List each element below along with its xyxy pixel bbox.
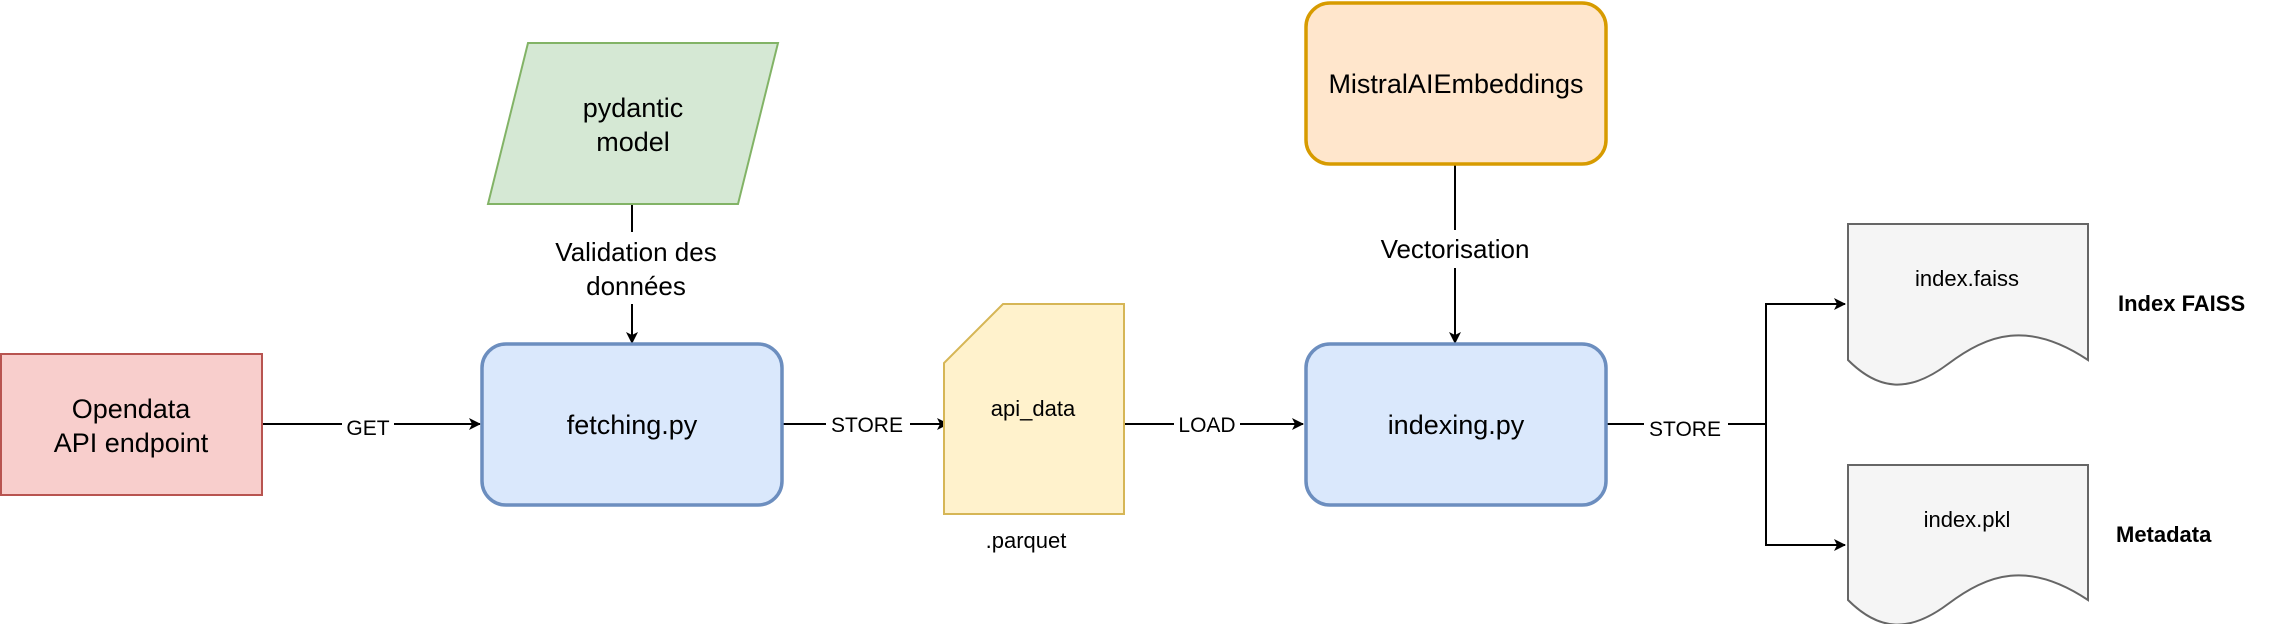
index-faiss-side-label: Index FAISS	[2118, 291, 2245, 316]
node-mistral-embeddings: MistralAIEmbeddings	[1304, 1, 1608, 166]
opendata-label-line2: API endpoint	[54, 428, 209, 458]
edge-label-load: LOAD	[1178, 414, 1235, 437]
edge-labels: GET STORE LOAD STORE Validation des donn…	[342, 230, 1728, 441]
mistral-label: MistralAIEmbeddings	[1328, 69, 1583, 99]
pydantic-parallelogram	[486, 42, 780, 205]
index-faiss-label: index.faiss	[1915, 266, 2019, 291]
opendata-label-line1: Opendata	[72, 394, 192, 424]
edge-label-validation-line1: Validation des	[555, 237, 716, 267]
edge-label-get: GET	[346, 417, 389, 440]
node-api-data: api_data .parquet	[943, 303, 1125, 553]
node-opendata: Opendata API endpoint	[0, 353, 263, 496]
mistral-box	[1304, 1, 1608, 166]
pydantic-label-line1: pydantic	[583, 93, 684, 123]
opendata-box	[0, 353, 263, 496]
indexing-label: indexing.py	[1388, 410, 1525, 440]
node-index-pkl: index.pkl Metadata	[1847, 464, 2212, 624]
node-indexing: indexing.py	[1304, 342, 1608, 507]
fetching-box	[480, 342, 784, 507]
api-data-card-shape	[943, 303, 1125, 515]
fetching-label: fetching.py	[567, 410, 698, 440]
index-pkl-label: index.pkl	[1924, 507, 2011, 532]
pydantic-label-line2: model	[596, 127, 670, 157]
edge-label-store-index: STORE	[1649, 418, 1721, 441]
edge-label-store-fetch: STORE	[831, 414, 903, 437]
node-pydantic-model: pydantic model	[486, 42, 780, 205]
edge-label-validation-line2: données	[586, 271, 686, 301]
edge-store-index-faiss	[1606, 298, 1846, 425]
index-faiss-document-shape	[1847, 223, 2089, 386]
node-index-faiss: index.faiss Index FAISS	[1847, 223, 2245, 386]
edge-label-vectorisation: Vectorisation	[1381, 234, 1530, 264]
indexing-box	[1304, 342, 1608, 507]
index-pkl-side-label: Metadata	[2116, 522, 2212, 547]
index-pkl-document-shape	[1847, 464, 2089, 624]
node-fetching: fetching.py	[480, 342, 784, 507]
api-data-caption: .parquet	[986, 528, 1067, 553]
api-data-label: api_data	[991, 396, 1076, 421]
edge-store-index-pkl	[1765, 424, 1846, 551]
